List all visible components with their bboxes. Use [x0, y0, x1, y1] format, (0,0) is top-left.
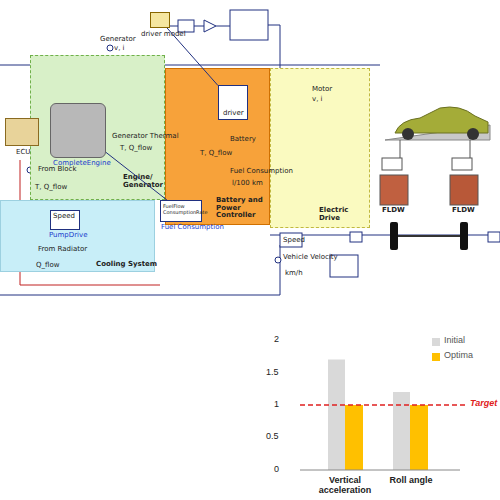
chart-label: Target: [470, 399, 497, 409]
wheel: [460, 222, 468, 250]
rig-block: [452, 158, 472, 170]
legend-swatch: [432, 353, 440, 361]
chart-label: Vertical acceleration: [312, 476, 378, 496]
chart-label: 0: [274, 465, 279, 475]
node-text: driver model: [141, 31, 186, 39]
fuel-block: FuelFlow ConsumptionRateFuel Consumption: [160, 200, 202, 222]
car-wheel: [467, 128, 479, 140]
controller-block: driver: [218, 85, 248, 120]
bar-optimal: [410, 405, 428, 470]
wheel: [390, 222, 398, 250]
diagram-label: Q_flow: [36, 262, 59, 270]
sensor-circle: [107, 45, 113, 51]
gain-icon: [204, 20, 216, 32]
diagram-label: From Radiator: [38, 246, 87, 254]
diagram-label: Battery: [230, 136, 256, 144]
diagram-label: T, Q_flow: [120, 145, 152, 153]
diagram-label: l/100 km: [232, 180, 263, 188]
photo: [380, 175, 408, 205]
diagram-label: FLDW: [382, 207, 405, 215]
axle: [398, 235, 460, 237]
wire: [216, 26, 230, 27]
node-text: driver: [223, 110, 249, 118]
node-text: ECU: [16, 149, 30, 157]
engine-block: CompleteEngine: [50, 103, 106, 158]
node-text: Cooling System: [96, 261, 157, 269]
chart-label: 1: [274, 400, 279, 410]
chart-label: 2: [274, 335, 279, 345]
legend-text: Initial: [444, 336, 465, 346]
node-text: Engine/ Generator: [123, 174, 165, 189]
legend-swatch: [432, 338, 440, 346]
block-icon: driver model: [150, 12, 170, 28]
diagram-label: Speed: [283, 237, 305, 245]
wire: [20, 285, 160, 286]
node-text: FuelFlow ConsumptionRate: [163, 204, 201, 215]
target-line: [300, 404, 468, 406]
pump-block: SpeedPumpDrive: [50, 210, 80, 230]
block-icon: [350, 232, 362, 242]
diagram-label: Generator: [100, 36, 136, 44]
wire: [400, 140, 401, 158]
wire-connector: [106, 152, 167, 200]
diagram-label: Generator Thermal: [112, 133, 179, 141]
rig-block: [382, 158, 402, 170]
car-wheel: [402, 128, 414, 140]
sensor-circle: [275, 257, 281, 263]
wire: [0, 295, 280, 296]
diagram-label: v, i: [114, 45, 125, 53]
wire: [280, 25, 281, 68]
diagram-label: Motor: [312, 86, 332, 94]
wire: [470, 140, 471, 158]
diagram-label: From Block: [38, 166, 77, 174]
diagram-label: T, Q_flow: [200, 150, 232, 158]
group-band: Engine/ Generator CompleteEngine: [30, 55, 165, 200]
diagram-label: v, i: [312, 96, 323, 104]
node-text: Fuel Consumption: [161, 224, 224, 232]
diagram-label: T, Q_flow: [35, 184, 67, 192]
bar-initial: [328, 360, 345, 471]
photo: [450, 175, 478, 205]
diagram-label: Fuel Consumption: [230, 168, 293, 176]
wire: [280, 245, 281, 295]
node-text: PumpDrive: [49, 232, 87, 240]
node-text: Battery and Power Controller: [216, 197, 271, 220]
wire: [268, 25, 280, 26]
chart-label: 0.5: [266, 432, 279, 442]
wire: [194, 26, 204, 27]
axis-line: [300, 470, 460, 471]
chart-label: 1.5: [266, 368, 279, 378]
legend-text: Optima: [444, 351, 473, 361]
bar-initial: [393, 392, 410, 470]
wire: [170, 26, 178, 27]
diagram-label: Vehicle Velocity: [283, 254, 338, 262]
block-icon: [230, 10, 268, 40]
ecu-block: ECU: [5, 118, 39, 146]
wire-connector: [167, 28, 218, 86]
group-band: Cooling SystemSpeedPumpDrive: [0, 200, 155, 272]
node-text: Electric Drive: [319, 207, 369, 222]
diagram-label: km/h: [285, 270, 303, 278]
block-icon: [488, 232, 500, 242]
chart-label: Roll angle: [386, 476, 436, 486]
bar-optimal: [345, 405, 363, 470]
diagram-label: FLDW: [452, 207, 475, 215]
node-text: Speed: [53, 213, 79, 221]
